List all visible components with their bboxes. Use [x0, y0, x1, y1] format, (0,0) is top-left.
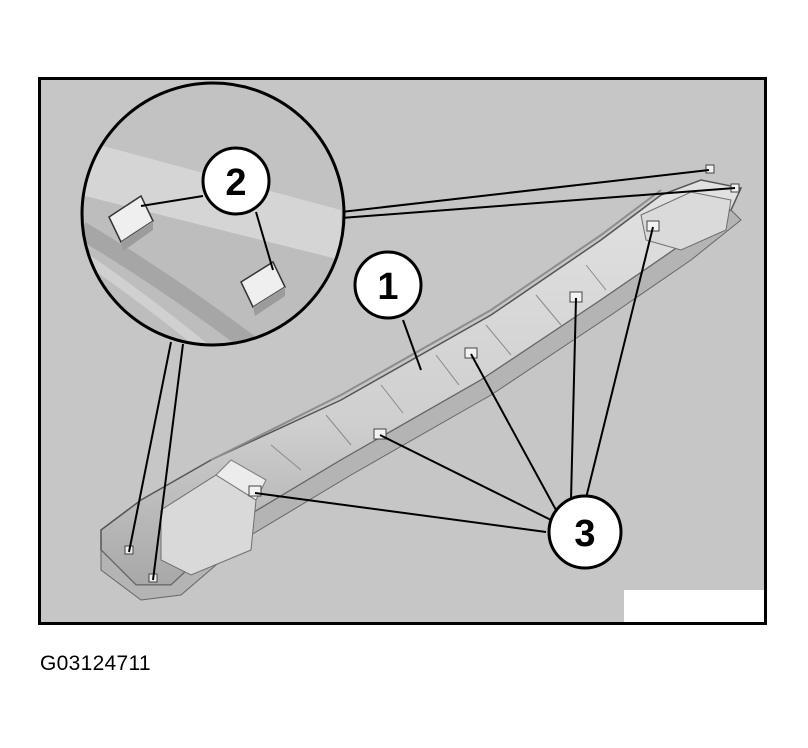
- magnifier-detail: [80, 81, 346, 347]
- callout-3: 3: [547, 494, 623, 570]
- callout-2: 2: [201, 146, 271, 216]
- trim-panel: [100, 164, 743, 601]
- callout-1: 1: [353, 250, 423, 320]
- callout-1-leader: [402, 319, 422, 371]
- figure-frame: 1 2 3: [38, 77, 767, 625]
- figure-id-label: G03124711: [40, 652, 151, 675]
- callout-3-label: 3: [574, 513, 595, 555]
- callout-2-label: 2: [225, 162, 246, 204]
- corner-label-box: [624, 590, 764, 622]
- magnifier-leader-lines: [128, 169, 736, 581]
- callout-3-leaders: [254, 226, 654, 533]
- figure-illustration: 1 2 3: [80, 81, 743, 601]
- callout-1-label: 1: [377, 266, 398, 308]
